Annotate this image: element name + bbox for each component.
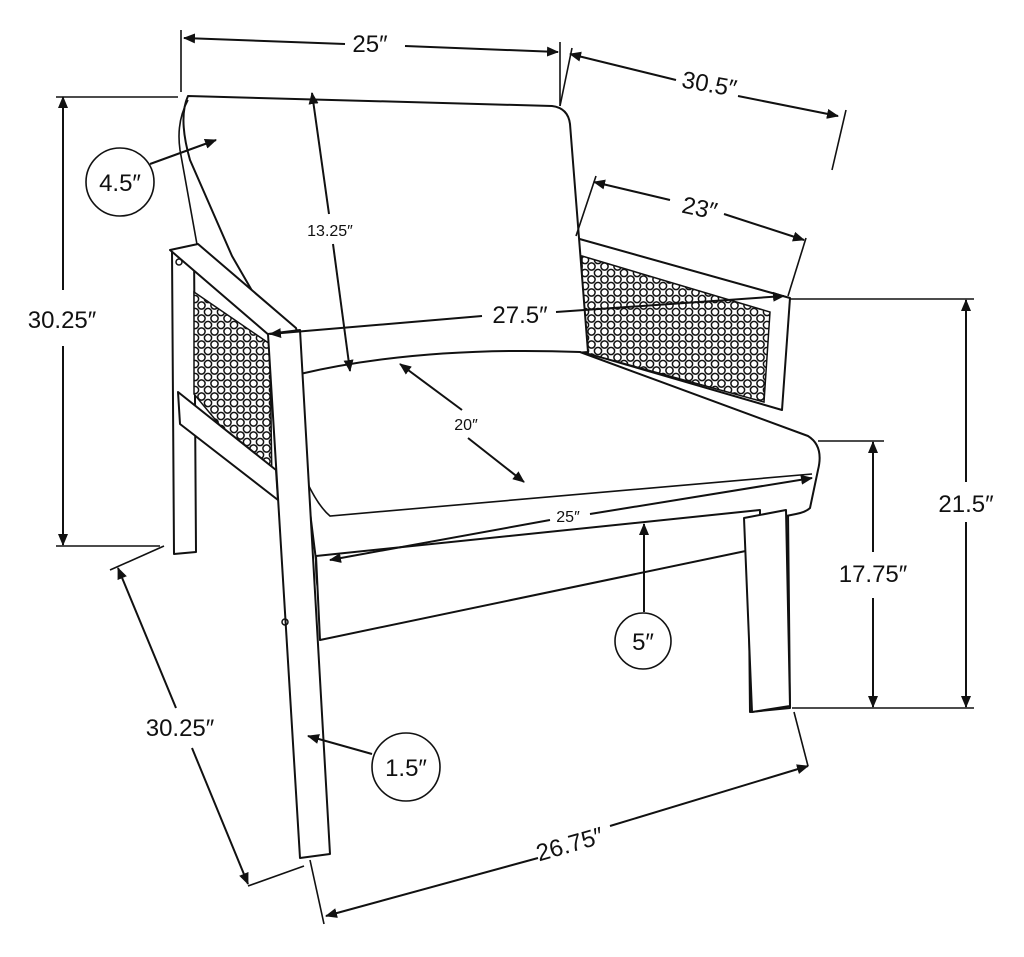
seat-depth-arrow-top [399, 363, 463, 411]
apron-height-callout-circle [614, 612, 672, 670]
top-depth-arrow-left [569, 51, 677, 81]
bottom-width-arrow-left [325, 857, 539, 918]
arm-depth-arrow-left [593, 179, 671, 201]
top-width-arrow-left [183, 33, 346, 45]
bottom-depth-label: 30.25″ [146, 715, 215, 742]
leg-width-callout-circle [371, 732, 441, 802]
bottom-depth-arrow-top [117, 567, 177, 709]
top-width-arrow-right [404, 45, 559, 57]
top-depth-arrow-right [737, 95, 839, 119]
arm-height-label: 21.5″ [938, 491, 994, 518]
back-height-arrow-bottom [332, 243, 354, 372]
bottom-width-label: 26.75″ [533, 822, 607, 867]
back-thickness-label: 4.5″ [99, 170, 141, 197]
back-height-arrow-top [308, 92, 330, 215]
back-height-label: 13.25″ [307, 223, 353, 240]
extension-lines [56, 30, 974, 925]
arm-depth-arrow-right [723, 213, 805, 242]
seat-width-label: 25″ [556, 509, 580, 526]
apron-height-label: 5″ [632, 629, 654, 656]
inner-width-arrow-right [555, 291, 785, 313]
leg-width-pointer [307, 734, 373, 755]
top-width-label: 25″ [352, 31, 388, 58]
seat-height-label: 17.75″ [839, 561, 908, 588]
arm-depth-label: 23″ [680, 192, 721, 226]
front-right-leg [743, 509, 791, 713]
overall-height-label: 30.25″ [28, 307, 97, 334]
back-thickness-callout-circle [85, 147, 155, 217]
seat-depth-arrow-bottom [467, 437, 525, 483]
inner-width-arrow-left [269, 315, 483, 339]
front-left-leg [267, 329, 331, 859]
seat-width-arrow-right [589, 474, 813, 515]
dimension-arrows [58, 33, 971, 918]
bottom-width-arrow-right [609, 764, 809, 827]
top-depth-label: 30.5″ [680, 67, 740, 103]
seat-depth-label: 20″ [454, 417, 478, 434]
chair-illustration [169, 95, 821, 859]
leg-width-label: 1.5″ [385, 755, 427, 782]
inner-width-label: 27.5″ [492, 302, 548, 329]
seat-width-arrow-left [329, 519, 551, 563]
back-thickness-pointer [149, 139, 217, 165]
bottom-depth-arrow-bottom [191, 747, 249, 885]
